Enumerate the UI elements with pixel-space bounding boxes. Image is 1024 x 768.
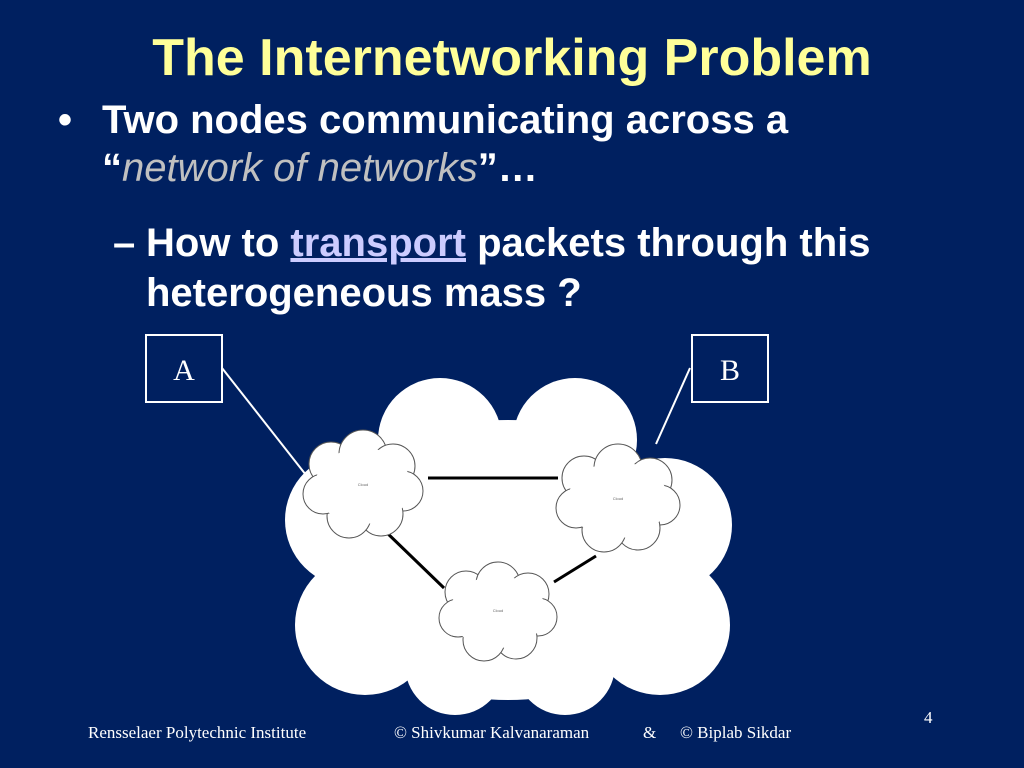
slide-title: The Internetworking Problem	[152, 29, 872, 87]
small-cloud-2: Cloud	[555, 443, 681, 553]
link-b-line	[655, 367, 691, 445]
footer-institution: Rensselaer Polytechnic Institute	[88, 723, 307, 742]
page-number: 4	[924, 708, 933, 727]
node-b-label: B	[720, 354, 740, 387]
footer-separator: &	[643, 723, 657, 742]
footer-author-1: © Shivkumar Kalvanaraman	[394, 723, 590, 742]
bullet-level-2: – How to transport packets through this …	[113, 218, 953, 318]
bullet-1-text-before: Two nodes communicating across a “	[102, 98, 789, 190]
footer-author-2: © Biplab Sikdar	[680, 723, 792, 742]
dash-marker: –	[113, 221, 136, 265]
node-a: A	[145, 334, 223, 403]
small-cloud-3: Cloud	[438, 561, 558, 662]
node-a-label: A	[173, 354, 195, 387]
cloud-label: Cloud	[613, 496, 623, 501]
node-b: B	[691, 334, 769, 403]
bullet-2-text: How to transport packets through this he…	[146, 218, 953, 318]
bullet-1-text: Two nodes communicating across a “networ…	[102, 96, 958, 192]
bullet-level-1: • Two nodes communicating across a “netw…	[58, 96, 958, 192]
transport-link[interactable]: transport	[290, 221, 466, 265]
link-a-line	[221, 367, 307, 476]
bullet-marker: •	[58, 98, 73, 142]
big-network-cloud	[285, 378, 732, 715]
bullet-2-text-after: packets through this heterogeneous mass …	[146, 221, 871, 315]
bullet-1-text-after: ”…	[477, 146, 538, 190]
link-cloud1-cloud3	[382, 528, 446, 590]
small-cloud-1: Cloud	[302, 429, 424, 539]
bullet-2-text-before: How to	[146, 221, 291, 265]
link-cloud3-cloud2	[553, 554, 597, 584]
italic-phrase: network of networks	[122, 146, 478, 190]
cloud-label: Cloud	[358, 482, 368, 487]
cloud-label: Cloud	[493, 608, 503, 613]
